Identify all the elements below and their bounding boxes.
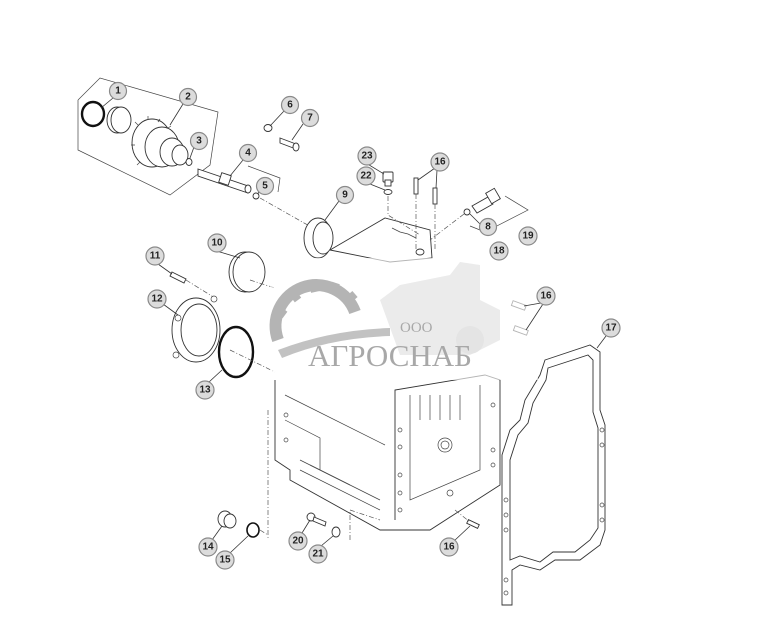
svg-text:13: 13 [199, 385, 211, 396]
part-14-plug [217, 510, 237, 529]
svg-text:22: 22 [360, 171, 372, 182]
callout-11: 11 [145, 246, 165, 266]
part-16-pins-upper [413, 177, 438, 250]
callout-16-lower: 16 [439, 537, 459, 557]
callout-18: 18 [489, 241, 509, 261]
housing-bolt-holes [283, 402, 496, 513]
part-12-flange [171, 295, 221, 363]
svg-text:21: 21 [312, 549, 324, 560]
part-13-o-ring [217, 325, 255, 379]
callout-14: 14 [198, 537, 218, 557]
part-8-fitting [463, 208, 471, 216]
part-1-o-ring [80, 100, 106, 128]
svg-text:23: 23 [361, 151, 373, 162]
part-4-shaft [197, 165, 281, 194]
svg-text:17: 17 [605, 323, 617, 334]
svg-text:9: 9 [342, 190, 348, 201]
gear-icon [269, 279, 361, 343]
part-15-o-ring [246, 522, 260, 538]
svg-text:12: 12 [151, 294, 163, 305]
upper-housing [328, 217, 433, 263]
svg-text:19: 19 [522, 231, 534, 242]
part-23-plug [382, 171, 394, 187]
watermark-logo: ООО АГРОСНАБ [269, 258, 538, 380]
part-group-1-3 [77, 77, 219, 196]
gasket-bolt-holes [503, 427, 605, 596]
callout-19: 19 [518, 226, 538, 246]
callout-10: 10 [207, 233, 227, 253]
svg-text:3: 3 [196, 136, 202, 147]
part-22-washer [383, 189, 393, 195]
part-5-o-ring [252, 192, 260, 200]
callout-7: 7 [300, 108, 320, 128]
svg-text:20: 20 [292, 536, 304, 547]
part-2-flanged-hub [131, 116, 189, 168]
callout-1: 1 [108, 81, 128, 101]
svg-text:6: 6 [287, 100, 293, 111]
callout-9: 9 [335, 185, 355, 205]
svg-text:11: 11 [150, 251, 161, 262]
svg-text:4: 4 [245, 148, 251, 159]
part-10-cover [228, 251, 266, 293]
svg-text:18: 18 [493, 246, 505, 257]
svg-text:1: 1 [115, 86, 121, 97]
svg-text:2: 2 [185, 92, 191, 103]
part-11-bolt [169, 271, 187, 284]
leader-lines [100, 97, 607, 554]
part-16-pin-lower [466, 519, 480, 529]
svg-text:5: 5 [262, 181, 268, 192]
callout-17: 17 [601, 318, 621, 338]
combine-harvester-icon [380, 262, 500, 355]
watermark-brand: АГРОСНАБ [308, 338, 472, 373]
part-3-small-o-ring [185, 158, 193, 166]
callout-20: 20 [288, 531, 308, 551]
callout-16-upper: 16 [430, 152, 450, 172]
callout-6: 6 [280, 95, 300, 115]
svg-text:16: 16 [443, 542, 455, 553]
callout-22: 22 [356, 166, 376, 186]
svg-text:15: 15 [219, 555, 231, 566]
part-20-bolt [306, 512, 327, 527]
part-21-washer [331, 526, 341, 538]
callout-4: 4 [238, 143, 258, 163]
callout-2: 2 [178, 87, 198, 107]
callout-5: 5 [255, 176, 275, 196]
callout-13: 13 [195, 380, 215, 400]
svg-text:16: 16 [434, 157, 446, 168]
svg-text:14: 14 [202, 542, 214, 553]
watermark-prefix: ООО [400, 320, 433, 336]
svg-text:8: 8 [485, 222, 491, 233]
callout-15: 15 [215, 550, 235, 570]
main-housing [274, 374, 501, 531]
part-6-washer [263, 124, 273, 132]
callout-12: 12 [147, 289, 167, 309]
swoosh-icon [278, 328, 390, 358]
callout-23: 23 [357, 146, 377, 166]
part-17-gasket [501, 344, 606, 606]
part-19-valve [469, 187, 529, 233]
callout-3: 3 [189, 131, 209, 151]
part-9-seal-ring [303, 217, 334, 259]
svg-text:7: 7 [307, 113, 313, 124]
callout-16-right: 16 [536, 286, 556, 306]
part-7-bolt [279, 137, 300, 152]
part-1-cover-disc [106, 106, 132, 134]
svg-text:10: 10 [211, 238, 223, 249]
svg-text:16: 16 [540, 291, 552, 302]
callout-8: 8 [478, 217, 498, 237]
callout-21: 21 [308, 544, 328, 564]
